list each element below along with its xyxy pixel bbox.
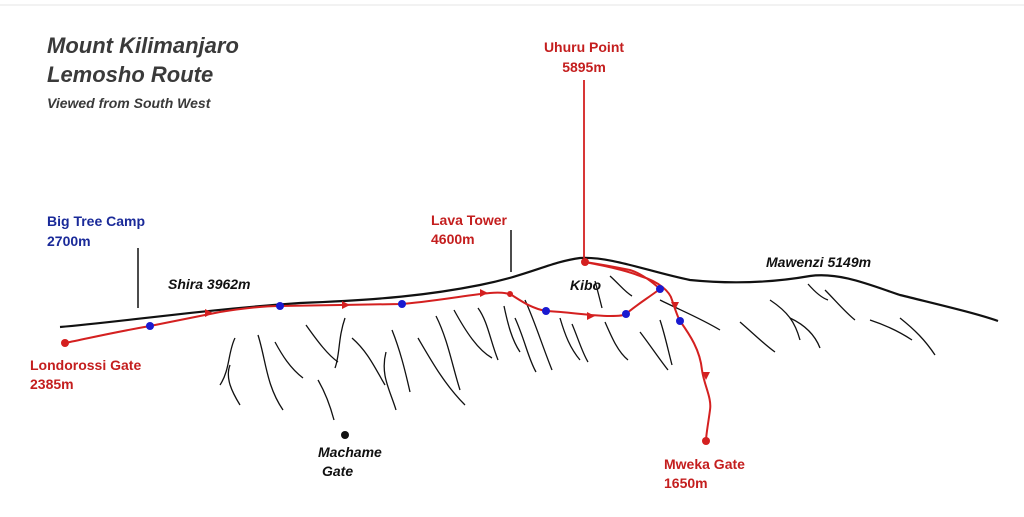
route-arrows xyxy=(205,289,710,380)
mountain-outline xyxy=(59,256,999,329)
subtitle: Viewed from South West xyxy=(47,95,212,111)
machame-gate-marker xyxy=(341,431,349,439)
lava-tower-elevation: 4600m xyxy=(431,231,475,247)
ridge-sketches xyxy=(219,275,936,421)
londorossi-gate-marker xyxy=(61,339,69,347)
mawenzi-label: Mawenzi 5149m xyxy=(766,254,871,270)
mweka-gate-marker xyxy=(702,437,710,445)
title-line-1: Mount Kilimanjaro xyxy=(47,33,239,58)
shira-label: Shira 3962m xyxy=(168,276,251,292)
mweka-gate-label: Mweka Gate xyxy=(664,456,745,472)
mweka-gate-elevation: 1650m xyxy=(664,475,708,491)
camp-marker-big-tree xyxy=(146,322,154,330)
camp-marker xyxy=(622,310,630,318)
londorossi-gate-label: Londorossi Gate xyxy=(30,357,141,373)
camp-marker xyxy=(542,307,550,315)
machame-gate-label-line-2: Gate xyxy=(322,463,353,479)
uhuru-point-marker xyxy=(581,258,589,266)
uhuru-point-elevation: 5895m xyxy=(562,59,606,75)
camp-markers xyxy=(146,285,684,330)
camp-marker xyxy=(276,302,284,310)
kibo-label: Kibo xyxy=(570,277,602,293)
camp-marker xyxy=(398,300,406,308)
big-tree-camp-elevation: 2700m xyxy=(47,233,91,249)
title-line-2: Lemosho Route xyxy=(47,62,213,87)
machame-gate-label-line-1: Machame xyxy=(318,444,382,460)
lava-tower-marker xyxy=(507,291,513,297)
big-tree-camp-label: Big Tree Camp xyxy=(47,213,145,229)
lava-tower-label: Lava Tower xyxy=(431,212,508,228)
camp-marker xyxy=(676,317,684,325)
camp-marker xyxy=(656,285,664,293)
londorossi-gate-elevation: 2385m xyxy=(30,376,74,392)
route-line xyxy=(64,261,712,442)
uhuru-point-label: Uhuru Point xyxy=(544,39,624,55)
